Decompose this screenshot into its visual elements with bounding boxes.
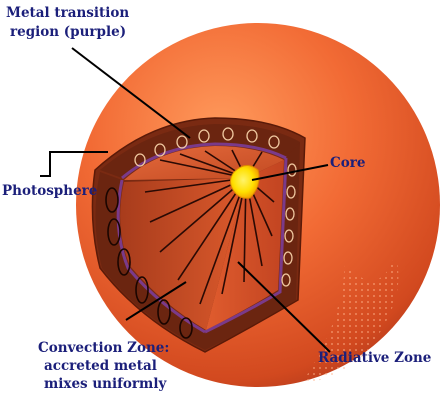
convection-band-right: [205, 142, 300, 350]
label-core: Core: [330, 155, 365, 171]
core: [229, 165, 260, 199]
leader-core: [251, 164, 329, 181]
convection-band-top: [100, 124, 300, 178]
label-convection-2: accreted metal: [44, 358, 157, 374]
convection-loops-right: [281, 163, 297, 287]
label-convection-1: Convection Zone:: [38, 340, 169, 356]
label-convection-3: mixes uniformly: [44, 376, 167, 392]
leader-convection: [125, 281, 187, 321]
leader-metal-transition: [71, 47, 191, 139]
sphere-texture: [300, 255, 399, 385]
metal-region-right: [204, 157, 288, 334]
convection-loops-top: [134, 127, 280, 167]
convection-loops-left: [105, 187, 193, 339]
label-metal-transition-1: Metal transition: [6, 5, 129, 21]
label-radiative: Radiative Zone: [318, 350, 431, 366]
radiative-face-left: [120, 178, 246, 330]
label-photosphere: Photosphere: [2, 183, 97, 199]
leader-radiative: [237, 261, 331, 353]
metal-region-left: [116, 179, 206, 334]
label-metal-transition-2: region (purple): [10, 24, 126, 40]
leader-photosphere: [40, 151, 108, 177]
